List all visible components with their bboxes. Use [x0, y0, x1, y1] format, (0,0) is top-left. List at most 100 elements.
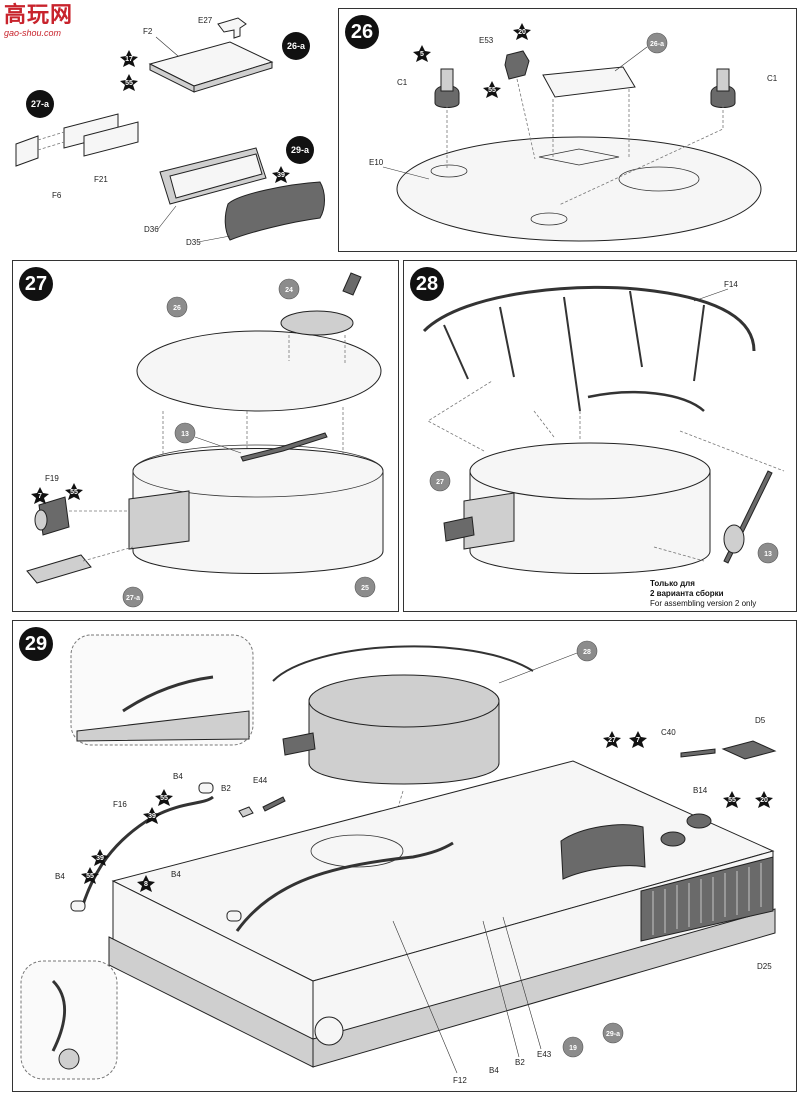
step-26-panel: 26 E10 C1 C1 E53 26-a 5 55 20 — [338, 8, 797, 252]
step-27-number: 27 — [19, 267, 53, 301]
ref-26a-text: 26-a — [287, 41, 306, 51]
leaders-b2-e43 — [482, 916, 542, 1058]
ref-26-circle — [166, 296, 188, 318]
version-note-en: For assembling version 2 only — [650, 599, 757, 608]
paint-star-7-text: 7 — [38, 493, 42, 500]
label-f21: F21 — [94, 175, 108, 184]
subassembly-drawing: E27 F2 26-a 17 55 27-a F6 F21 29-a 39 — [15, 16, 325, 247]
paint-star-55-a — [155, 789, 173, 806]
roof-opening-left — [430, 164, 468, 178]
ref-28-circle-text: 28 — [583, 649, 591, 656]
part-b14-b — [660, 831, 686, 847]
paint-star-7 — [31, 487, 49, 504]
ref-27a-circle-text: 27-a — [126, 595, 140, 602]
label-e44: E44 — [253, 776, 268, 785]
paint-star-27 — [603, 731, 621, 748]
paint-star-39-text: 39 — [277, 172, 285, 179]
turret-top-rim — [132, 444, 384, 498]
label-b2-bottom: B2 — [515, 1058, 525, 1067]
site-watermark: 高玩网 gao-shou.com — [4, 4, 76, 44]
turret-28-roof — [308, 674, 500, 728]
leader-f2 — [155, 36, 179, 57]
turret-gun — [443, 516, 475, 542]
label-e43: E43 — [537, 1050, 552, 1059]
turret-mantlet — [128, 490, 190, 550]
label-b4-bottom: B4 — [489, 1066, 499, 1075]
ref-26-circle-text: 26 — [173, 305, 181, 312]
roof-hatch-ring — [618, 166, 700, 192]
paint-star-8-text: 8 — [144, 881, 148, 888]
label-c1-right: C1 — [767, 74, 778, 83]
paint-star-39-b-text: 39 — [96, 855, 104, 862]
part-e53 — [504, 50, 530, 80]
step-27-panel: 27 26 24 25 13 F19 7 55 — [12, 260, 399, 612]
paint-star-39 — [272, 166, 290, 183]
part-b4-ring-mid — [226, 910, 242, 922]
part-f14-lower-rail — [587, 390, 705, 412]
part-d36-inner — [169, 153, 263, 199]
label-f14: F14 — [724, 280, 738, 289]
label-b4-mid: B4 — [171, 870, 181, 879]
guide-13 — [653, 430, 785, 562]
ref-13-circle-text: 13 — [181, 431, 189, 438]
guide-e53 — [516, 78, 536, 160]
grille-slats — [652, 863, 762, 935]
step-28-panel: 28 F14 27 13 Только для 2 варианта сборк… — [403, 260, 797, 612]
paint-star-39-b — [91, 849, 109, 866]
paint-star-55-c — [723, 791, 741, 808]
step-29-number: 29 — [19, 627, 53, 661]
label-f12: F12 — [453, 1076, 467, 1085]
inset-hook-cable — [51, 979, 67, 1052]
track-side — [312, 908, 776, 1068]
part-b2 — [238, 806, 254, 818]
part-e10-turret-roof — [396, 136, 762, 242]
label-d35: D35 — [186, 238, 201, 247]
step-26-drawing: E10 C1 C1 E53 26-a 5 55 20 — [369, 23, 778, 242]
ref-24-circle-text: 24 — [285, 287, 293, 294]
inset-cable — [122, 675, 214, 713]
paint-star-20-text: 20 — [760, 797, 768, 804]
paint-star-7-text: 7 — [636, 737, 640, 744]
ref-26a-circle — [646, 32, 668, 54]
part-b14-a — [686, 813, 712, 829]
paint-star-20 — [513, 23, 531, 40]
ref-27a-text: 27-a — [31, 99, 50, 109]
watermark-url: gao-shou.com — [4, 28, 62, 38]
paint-star-55-text: 55 — [488, 87, 496, 94]
label-b4-top: B4 — [173, 772, 183, 781]
inset-cable-hook-detail — [20, 960, 118, 1080]
leader-f14 — [693, 288, 729, 302]
part-d5 — [721, 740, 777, 760]
assembly-guide-27a — [37, 131, 65, 151]
guide-27a — [82, 546, 134, 562]
leader-26a — [614, 46, 648, 72]
part-c1-right-stem — [716, 68, 730, 92]
ref-13-circle — [757, 542, 779, 564]
part-f12-cable — [235, 841, 454, 932]
ref-29a — [286, 136, 314, 164]
paint-star-17-text: 17 — [125, 56, 133, 63]
ref-13-circle-text: 13 — [764, 551, 772, 558]
paint-star-8 — [137, 875, 155, 892]
ref-28-circle — [576, 640, 598, 662]
label-c40: C40 — [661, 728, 676, 737]
label-b2-top: B2 — [221, 784, 231, 793]
part-f14-rail — [422, 285, 756, 352]
label-f6: F6 — [52, 191, 62, 200]
subassembly-27a — [26, 554, 92, 584]
parts-subassemblies: E27 F2 26-a 17 55 27-a F6 F21 29-a 39 — [0, 0, 335, 252]
part-f21-b — [83, 121, 139, 157]
label-b4-left: B4 — [55, 872, 65, 881]
part-f6 — [15, 135, 39, 167]
part-f14-supports — [443, 290, 705, 412]
paint-star-55-a-text: 55 — [160, 795, 168, 802]
label-d36: D36 — [144, 225, 159, 234]
paint-star-55 — [120, 74, 138, 91]
label-f16: F16 — [113, 800, 127, 809]
turret-roof — [469, 442, 711, 500]
inset-track — [76, 710, 250, 742]
step-29-panel: 29 28 D25 D5 C40 — [12, 620, 797, 1092]
ref-29a-text: 29-a — [291, 145, 310, 155]
paint-star-7 — [629, 731, 647, 748]
step-29-drawing: 28 D25 D5 C40 B14 29-a 19 F16 — [20, 634, 777, 1085]
